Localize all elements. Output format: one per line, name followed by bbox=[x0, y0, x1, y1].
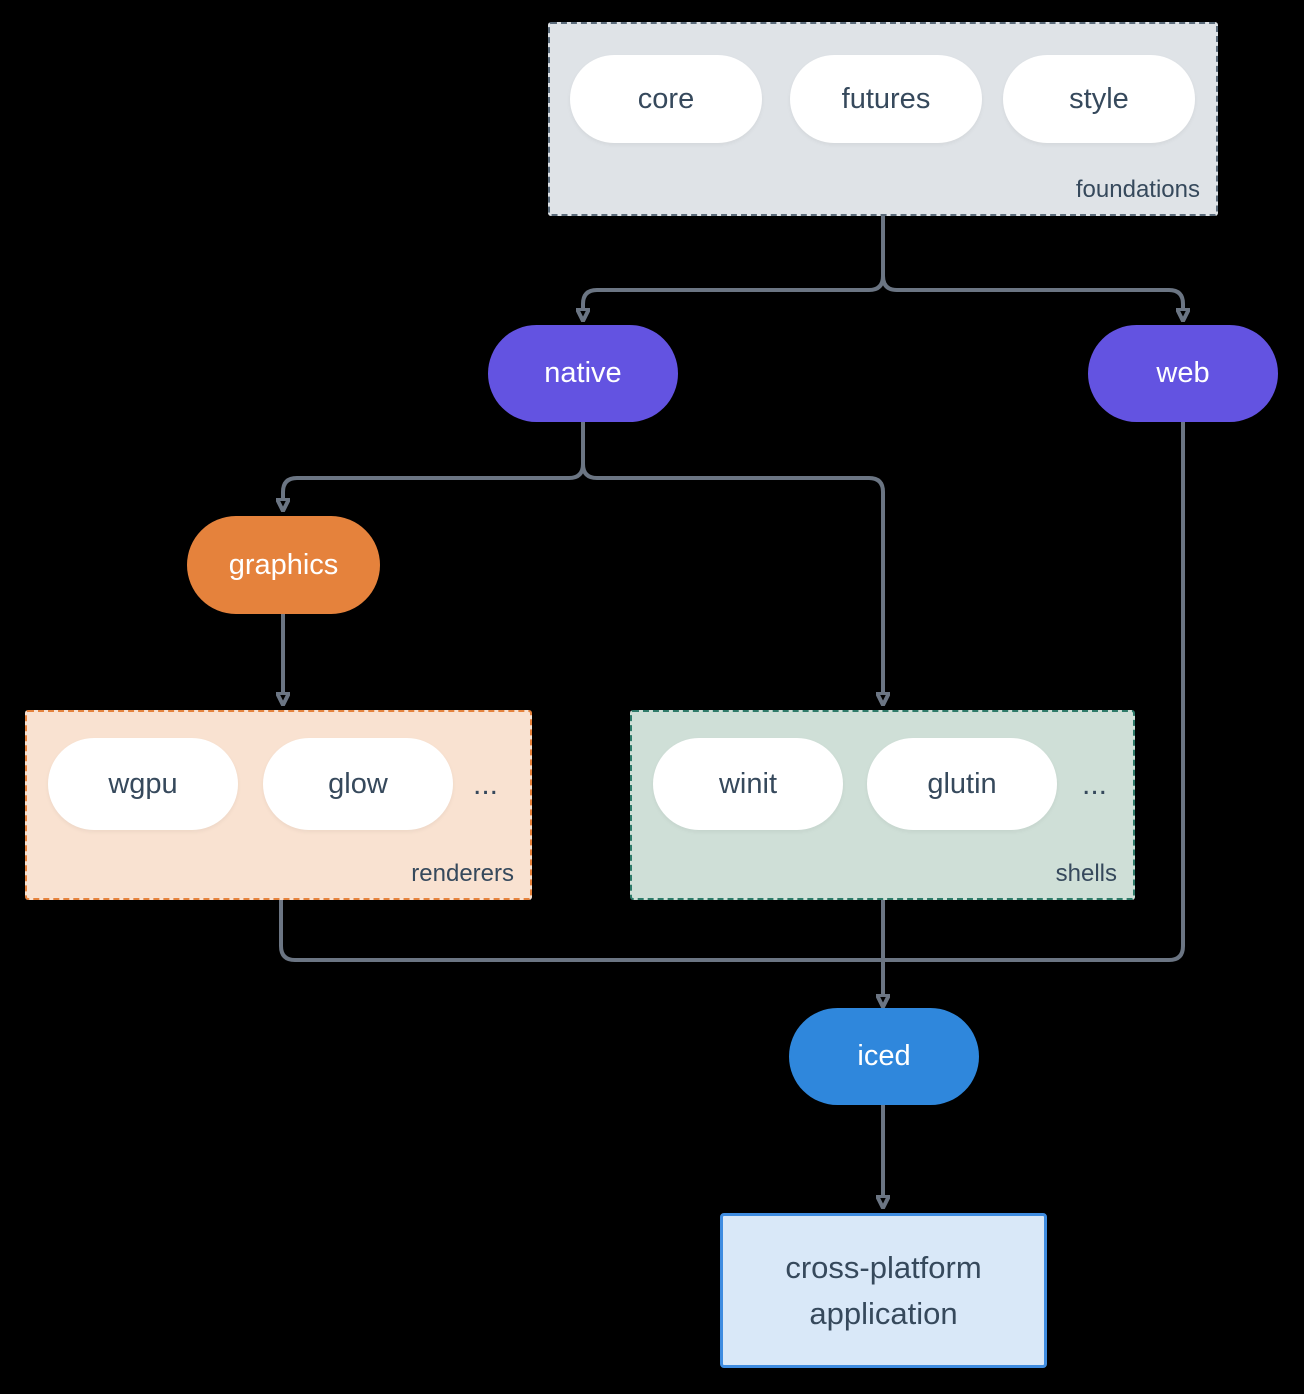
node-iced: iced bbox=[789, 1008, 979, 1105]
arrow-native-to-graphics bbox=[283, 422, 585, 500]
node-glutin-label: glutin bbox=[927, 767, 997, 800]
renderers-ellipsis: ... bbox=[473, 768, 499, 801]
group-shells-label: shells bbox=[1055, 860, 1117, 887]
node-glutin: glutin bbox=[867, 738, 1057, 830]
node-glow: glow bbox=[263, 738, 453, 830]
group-renderers: wgpu glow ... renderers bbox=[25, 710, 532, 900]
node-core: core bbox=[570, 55, 762, 143]
node-core-label: core bbox=[637, 82, 695, 115]
group-renderers-label: renderers bbox=[411, 860, 514, 887]
group-foundations-label: foundations bbox=[1075, 176, 1200, 203]
node-graphics-label: graphics bbox=[228, 548, 339, 581]
node-style-label: style bbox=[1069, 82, 1129, 115]
node-futures: futures bbox=[790, 55, 982, 143]
group-shells: winit glutin ... shells bbox=[630, 710, 1135, 900]
app-label-line1: cross-platform bbox=[785, 1249, 982, 1285]
node-wgpu-label: wgpu bbox=[108, 767, 178, 800]
arrow-native-to-shells bbox=[581, 422, 883, 694]
node-futures-label: futures bbox=[841, 82, 931, 115]
app-label-line2: application bbox=[809, 1295, 958, 1331]
arrow-foundations-to-native bbox=[583, 216, 885, 310]
node-iced-label: iced bbox=[857, 1040, 911, 1072]
group-foundations: core futures style foundations bbox=[548, 22, 1218, 216]
node-web: web bbox=[1088, 325, 1278, 422]
shells-ellipsis: ... bbox=[1082, 768, 1108, 801]
node-native: native bbox=[488, 325, 678, 422]
line-web-to-merge bbox=[883, 422, 1185, 962]
arrow-foundations-to-web bbox=[881, 216, 1183, 310]
node-native-label: native bbox=[544, 357, 622, 389]
node-winit: winit bbox=[653, 738, 843, 830]
node-style: style bbox=[1003, 55, 1195, 143]
node-winit-label: winit bbox=[718, 767, 777, 800]
node-graphics: graphics bbox=[187, 516, 380, 614]
line-renderers-to-merge bbox=[279, 900, 883, 962]
node-wgpu: wgpu bbox=[48, 738, 238, 830]
node-cross-platform-application: cross-platform application bbox=[720, 1213, 1047, 1368]
node-glow-label: glow bbox=[328, 767, 388, 800]
node-web-label: web bbox=[1156, 357, 1210, 389]
